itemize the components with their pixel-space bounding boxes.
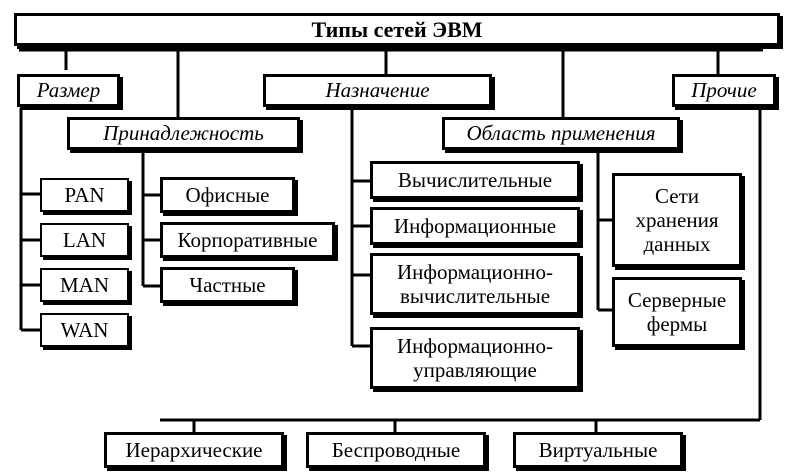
purpose-item-information: Информационные [370, 207, 580, 245]
ownership-item-office: Офисные [160, 177, 295, 213]
diagram-title: Типы сетей ЭВМ [14, 13, 780, 46]
ownership-item-private: Частные [160, 267, 295, 303]
other-item-hierarchical: Иерархические [104, 432, 284, 468]
application-item-storage: Сети хранения данных [612, 173, 742, 267]
ownership-item-corporate: Корпоративные [160, 222, 335, 258]
purpose-item-info-control: Информационно-управляющие [370, 327, 580, 389]
category-purpose: Назначение [263, 74, 492, 107]
size-item-man: MAN [40, 268, 129, 302]
other-item-wireless: Беспроводные [306, 432, 486, 468]
purpose-item-info-computing: Информационно-вычислительные [370, 253, 580, 315]
size-item-lan: LAN [40, 223, 129, 257]
application-item-server-farms: Серверные фермы [612, 277, 742, 347]
category-other: Прочие [672, 74, 776, 107]
other-item-virtual: Виртуальные [513, 432, 683, 468]
size-item-wan: WAN [40, 313, 129, 347]
category-size: Размер [17, 74, 120, 107]
category-application: Область применения [442, 117, 680, 150]
category-ownership: Принадлежность [67, 117, 300, 150]
purpose-item-computing: Вычислительные [370, 161, 580, 199]
size-item-pan: PAN [40, 178, 129, 212]
